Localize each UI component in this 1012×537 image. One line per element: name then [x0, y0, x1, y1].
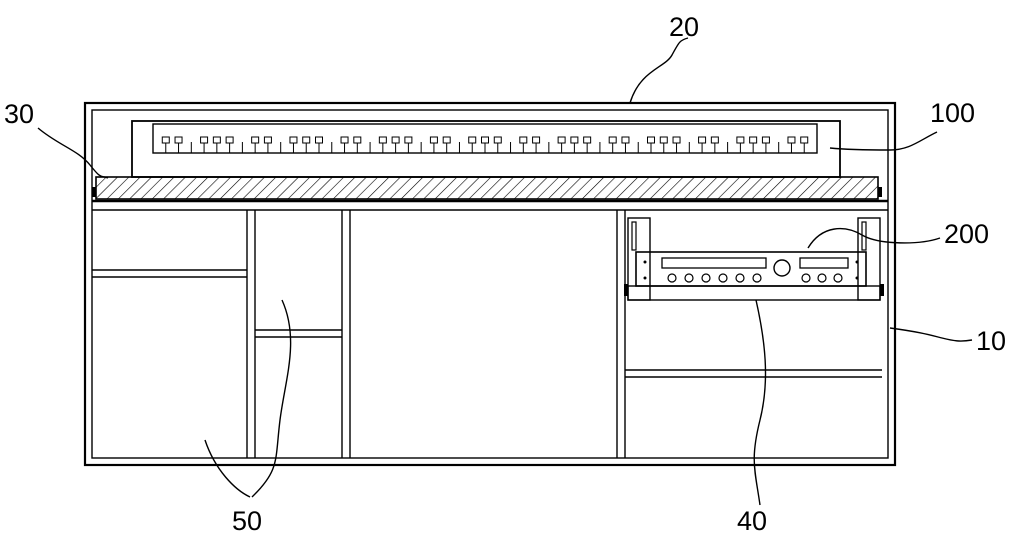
- black-key: [316, 137, 323, 143]
- black-key: [379, 137, 386, 143]
- small-knob: [753, 274, 761, 282]
- black-key: [558, 137, 565, 143]
- small-knob: [834, 274, 842, 282]
- main-knob: [774, 260, 790, 276]
- leader-100: [830, 132, 937, 150]
- black-key: [392, 137, 399, 143]
- leader-200: [808, 229, 940, 248]
- black-key: [264, 137, 271, 143]
- small-knob: [736, 274, 744, 282]
- label-compartments: 50: [232, 506, 262, 536]
- keyboard-black-keys: [162, 137, 807, 143]
- black-key: [430, 137, 437, 143]
- small-knob: [802, 274, 810, 282]
- black-key: [788, 137, 795, 143]
- black-key: [354, 137, 361, 143]
- black-key: [801, 137, 808, 143]
- cabinet-body: [85, 103, 895, 465]
- display-window-left: [662, 258, 766, 268]
- black-key: [609, 137, 616, 143]
- leader-lines: [38, 38, 972, 505]
- partitions: [247, 210, 625, 458]
- keyboard-white-keys: [153, 142, 817, 153]
- mounting-bracket: [624, 218, 884, 300]
- black-key: [520, 137, 527, 143]
- leader-30: [38, 128, 108, 178]
- label-mounting-bracket: 40: [737, 506, 767, 536]
- black-key: [648, 137, 655, 143]
- label-cabinet: 10: [976, 326, 1006, 356]
- small-knob: [719, 274, 727, 282]
- label-table-plate: 30: [4, 99, 34, 129]
- black-key: [494, 137, 501, 143]
- black-key: [226, 137, 233, 143]
- black-key: [750, 137, 757, 143]
- black-key: [584, 137, 591, 143]
- small-knob: [685, 274, 693, 282]
- black-key: [405, 137, 412, 143]
- table-plate: [92, 177, 888, 210]
- left-hinge: [92, 187, 96, 197]
- black-key: [303, 137, 310, 143]
- label-cover: 20: [669, 12, 699, 42]
- small-knob: [668, 274, 676, 282]
- small-knob: [702, 274, 710, 282]
- black-key: [711, 137, 718, 143]
- black-key: [252, 137, 259, 143]
- black-key: [175, 137, 182, 143]
- black-key: [290, 137, 297, 143]
- keyboard: [132, 121, 840, 177]
- black-key: [201, 137, 208, 143]
- black-key: [162, 137, 169, 143]
- rack-device: [636, 252, 866, 286]
- small-knob: [818, 274, 826, 282]
- black-key: [482, 137, 489, 143]
- black-key: [533, 137, 540, 143]
- device-knobs: [668, 274, 842, 282]
- black-key: [571, 137, 578, 143]
- label-device: 200: [944, 219, 989, 249]
- right-hinge: [878, 187, 882, 197]
- black-key: [622, 137, 629, 143]
- leader-10: [890, 328, 972, 341]
- black-key: [443, 137, 450, 143]
- black-key: [737, 137, 744, 143]
- black-key: [699, 137, 706, 143]
- label-keyboard: 100: [930, 98, 975, 128]
- black-key: [762, 137, 769, 143]
- display-window-right: [800, 258, 848, 268]
- leader-50-left: [205, 440, 250, 497]
- leader-40: [754, 300, 765, 505]
- black-key: [660, 137, 667, 143]
- black-key: [341, 137, 348, 143]
- black-key: [469, 137, 476, 143]
- leader-20: [630, 38, 688, 103]
- black-key: [673, 137, 680, 143]
- black-key: [213, 137, 220, 143]
